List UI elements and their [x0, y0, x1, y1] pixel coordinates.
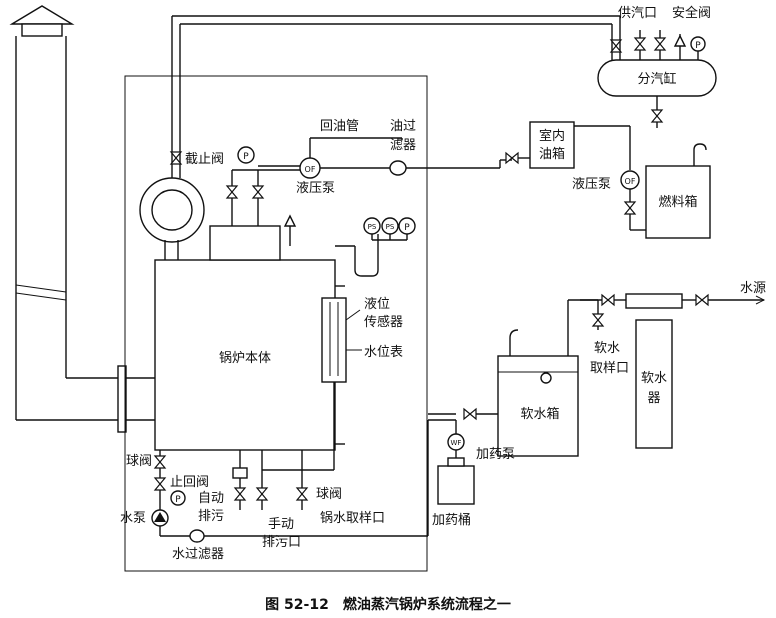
fuel-tank-label: 燃料箱	[658, 194, 697, 210]
water-source-valve-icon	[695, 294, 709, 306]
oil-filter-icon	[389, 160, 407, 176]
dosing-system: WF	[437, 420, 475, 505]
figure-caption: 图 52-12 燃油蒸汽锅炉系统流程之一	[265, 596, 511, 613]
indoor-tank-label-1: 室内	[539, 128, 565, 144]
steam-header-label: 分汽缸	[637, 71, 676, 87]
pressure-gauge-icon	[690, 36, 706, 52]
oil-pump-symbol: OF	[305, 165, 316, 174]
pressure-switch-symbol: PS	[368, 223, 377, 231]
level-sensor-label-2: 传感器	[364, 314, 403, 330]
burner	[139, 177, 281, 261]
pressure-gauge-icon	[170, 490, 186, 506]
water-gauge-label: 水位表	[364, 345, 403, 360]
ball-valve-2-label: 球阀	[316, 487, 342, 502]
auto-blowdown-label-2: 排污	[198, 509, 224, 524]
blowdown-valve-icon	[234, 487, 246, 501]
fuel-tank	[645, 165, 711, 239]
level-sensor-label-1: 液位	[364, 297, 390, 312]
check-valve-label: 止回阀	[170, 475, 209, 490]
steam-header: 分汽缸 P	[597, 30, 717, 128]
boiler-body-label: 锅炉本体	[219, 350, 271, 366]
oil-inlet-valve-icon	[505, 152, 519, 164]
safety-valve-icon	[673, 34, 687, 47]
auto-blowdown-label-1: 自动	[198, 491, 224, 506]
fuel-transfer: OF	[620, 143, 711, 239]
blowdown-lines	[232, 450, 308, 510]
softener-inline-unit	[625, 293, 683, 309]
steam-line	[170, 15, 621, 178]
water-source-label: 水源	[740, 281, 766, 296]
softener-outlet-valve-icon	[601, 294, 615, 306]
level-instruments	[262, 285, 362, 471]
drain-valve-icon	[651, 109, 663, 123]
manual-blowdown-label-2: 排污口	[262, 535, 301, 550]
water-softener	[635, 319, 673, 449]
soft-water-sampling-label-2: 取样口	[590, 361, 629, 376]
check-valve-icon	[154, 477, 166, 491]
feed-valve-icon	[463, 408, 477, 420]
oil-filter-label-1: 油过	[390, 119, 416, 134]
boiler-safety-valve-icon	[283, 214, 297, 227]
indoor-oil-tank	[529, 121, 575, 169]
indoor-tank-label-2: 油箱	[539, 146, 565, 162]
return-oil-pipe-label: 回油管	[320, 119, 359, 134]
auto-blowdown-valve-icon	[232, 467, 248, 479]
boiler-water-sampling-label: 锅水取样口	[320, 510, 385, 526]
soft-water-sampling-valve-icon	[592, 313, 604, 327]
manual-blowdown-label-1: 手动	[268, 517, 294, 532]
hydraulic-pump-2-label: 液压泵	[572, 177, 611, 192]
boiler-instruments: PS PS P	[283, 214, 416, 277]
pressure-gauge-symbol: P	[404, 223, 410, 233]
feed-water-line: P	[151, 408, 498, 543]
dosing-tank-label: 加药桶	[432, 513, 471, 528]
oil-valve-icon	[252, 185, 264, 199]
manual-blowdown-valve-icon	[256, 487, 268, 501]
softener-line	[580, 293, 766, 449]
soft-water-tank	[497, 299, 608, 457]
water-filter-label: 水过滤器	[172, 547, 224, 562]
water-pump-label: 水泵	[120, 511, 146, 526]
oil-filter-label-2: 滤器	[390, 138, 416, 153]
fuel-valve-icon	[624, 201, 636, 215]
steam-outlet-valve-icon	[654, 37, 666, 51]
water-filter-icon	[189, 529, 205, 543]
water-gauge	[321, 297, 347, 383]
ball-valve-icon	[154, 455, 166, 469]
fuel-pump-symbol: OF	[625, 177, 636, 186]
pressure-gauge-symbol: P	[175, 495, 181, 505]
pressure-switch-symbol: PS	[386, 223, 395, 231]
safety-valve-label: 安全阀	[672, 5, 711, 21]
hydraulic-pump-label: 液压泵	[296, 181, 335, 196]
pressure-gauge-icon	[237, 146, 255, 164]
oil-valve-icon	[226, 185, 238, 199]
soft-water-tank-label: 软水箱	[520, 406, 559, 422]
soft-water-sampling-label-1: 软水	[594, 341, 620, 356]
ball-valve-1-label: 球阀	[126, 454, 152, 469]
dosing-pump-label: 加药泵	[476, 447, 515, 462]
sampling-ball-valve-icon	[296, 487, 308, 501]
softener-label-2: 器	[647, 391, 660, 406]
steam-outlet-valve-icon	[634, 37, 646, 51]
dosing-pump-symbol: WF	[451, 439, 462, 447]
boiler-room-enclosure	[124, 75, 428, 572]
chimney	[9, 5, 155, 433]
pressure-gauge-symbol: P	[243, 152, 249, 162]
oil-circuit: P OF	[226, 125, 631, 226]
pressure-gauge-symbol: P	[695, 41, 701, 51]
dosing-tank	[437, 465, 475, 505]
steam-outlet-label: 供汽口	[618, 6, 657, 21]
softener-label-1: 软水	[641, 371, 667, 386]
stop-valve-label: 截止阀	[185, 152, 224, 167]
